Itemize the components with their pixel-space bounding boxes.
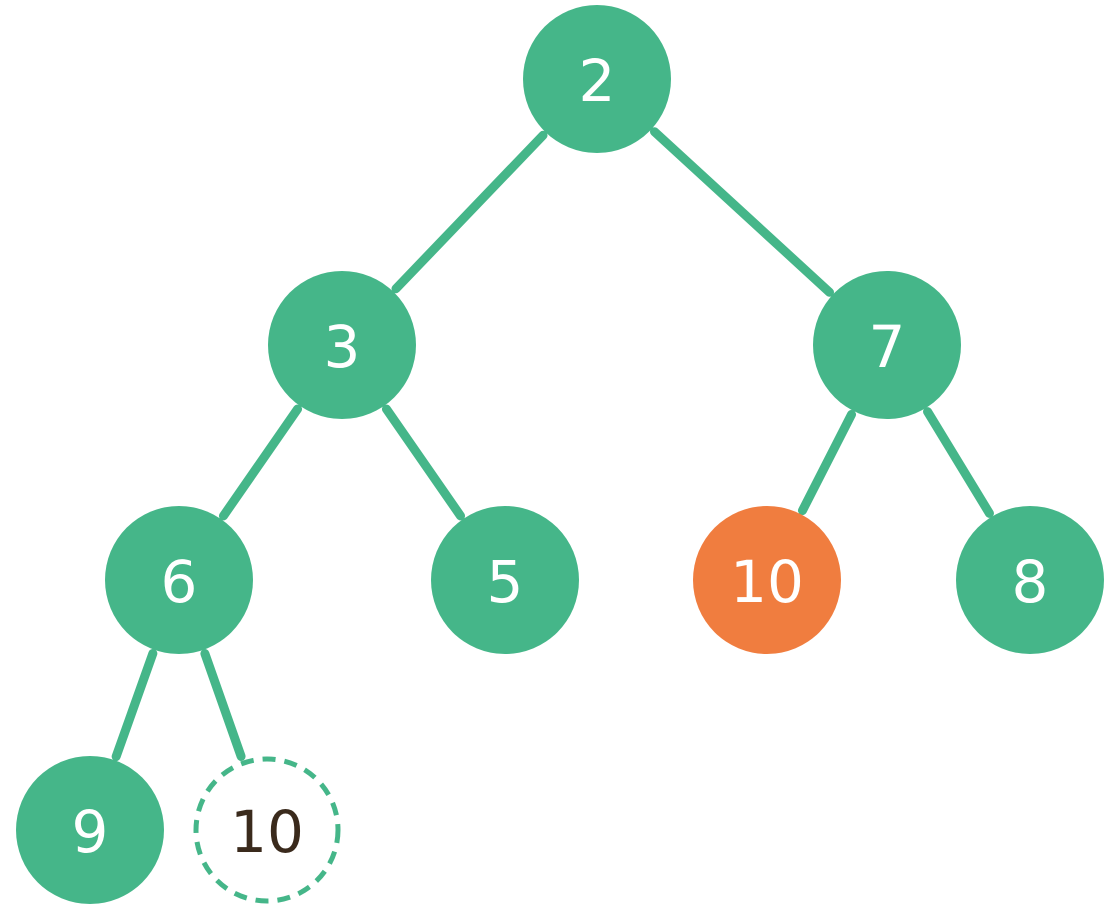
tree-node-n8: 8 xyxy=(956,506,1104,654)
nodes-layer: 2 3 7 6 5 10 8 9 10 xyxy=(16,5,1104,904)
node-circle xyxy=(523,5,671,153)
tree-node-n7: 7 xyxy=(813,271,961,419)
tree-node-n2: 2 xyxy=(523,5,671,153)
edge-n3-n6 xyxy=(218,404,303,521)
node-label: 3 xyxy=(324,313,361,381)
node-circle xyxy=(813,271,961,419)
edge-n7-n8 xyxy=(923,407,994,518)
tree-node-n5: 5 xyxy=(431,506,579,654)
node-circle xyxy=(193,756,341,904)
tree-node-n10a: 10 xyxy=(693,506,841,654)
node-label: 8 xyxy=(1012,548,1049,616)
node-circle xyxy=(268,271,416,419)
edge-n2-n7 xyxy=(649,127,835,297)
edge-n2-n3 xyxy=(391,130,548,294)
node-label: 9 xyxy=(72,798,109,866)
node-circle xyxy=(431,506,579,654)
node-circle xyxy=(956,506,1104,654)
node-label: 10 xyxy=(230,798,304,866)
node-label: 10 xyxy=(730,548,804,616)
tree-node-n9: 9 xyxy=(16,756,164,904)
node-label: 5 xyxy=(487,548,524,616)
edge-n3-n5 xyxy=(381,404,466,521)
edges-layer xyxy=(111,127,994,762)
node-circle xyxy=(105,506,253,654)
tree-node-n3: 3 xyxy=(268,271,416,419)
edge-n6-n9 xyxy=(111,648,158,762)
node-circle xyxy=(693,506,841,654)
edge-n7-n10a xyxy=(797,409,857,516)
node-circle xyxy=(16,756,164,904)
node-label: 2 xyxy=(579,47,616,115)
edge-n6-n10b xyxy=(200,649,246,761)
tree-node-n10b: 10 xyxy=(193,756,341,904)
node-label: 6 xyxy=(161,548,198,616)
tree-node-n6: 6 xyxy=(105,506,253,654)
node-label: 7 xyxy=(869,313,906,381)
